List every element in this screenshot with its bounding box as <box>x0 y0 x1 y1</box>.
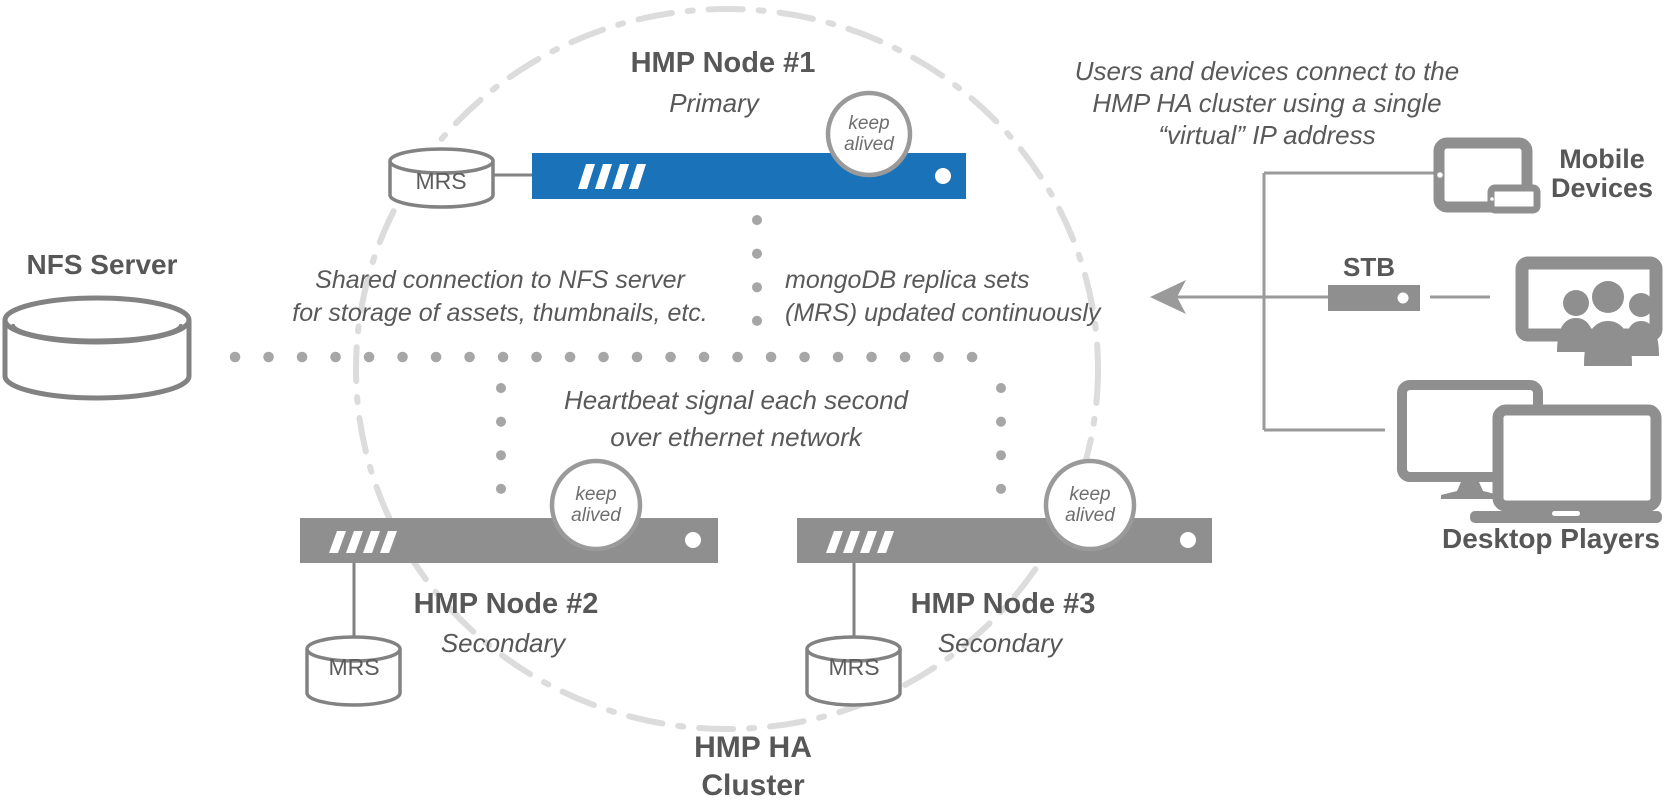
nfs-cylinder-icon <box>2 295 192 401</box>
node2-role: Secondary <box>440 628 566 658</box>
node2-status-dot <box>685 532 701 548</box>
arrow-to-cluster-icon <box>1150 280 1186 314</box>
cluster-ring <box>353 6 1101 732</box>
node2-mrs-label: MRS <box>328 654 380 680</box>
node1-mrs-label: MRS <box>415 168 467 194</box>
mobile-devices-label: Mobile Devices <box>1550 144 1654 203</box>
mongo-replica-note: mongoDB replica sets (MRS) updated conti… <box>785 266 1101 327</box>
node2-vent-slashes-icon <box>329 531 397 553</box>
mobile-devices-icon <box>1433 137 1541 214</box>
node1-mrs-cylinder-icon <box>388 147 495 209</box>
node1-keepalived-label: keep alived <box>844 113 894 155</box>
node3-keepalived-badge <box>1043 458 1137 552</box>
node3-mrs-label: MRS <box>828 654 880 680</box>
node3-vent-slashes-icon <box>826 531 894 553</box>
cluster-label: HMP HA Cluster <box>694 731 812 802</box>
nfs-server-label: NFS Server <box>26 249 178 280</box>
dotted-connections <box>229 215 1009 495</box>
node1-status-dot <box>935 168 951 184</box>
node3-status-dot <box>1180 532 1196 548</box>
desktop-players-label: Desktop Players <box>1442 523 1660 554</box>
laptop-icon <box>1470 404 1662 523</box>
node3-mrs-cylinder-icon <box>805 635 902 707</box>
tv-audience-icon <box>1515 256 1663 366</box>
node2-keepalived-label: keep alived <box>571 484 621 526</box>
node1-title: HMP Node #1 <box>630 47 816 79</box>
node1-role: Primary <box>669 88 759 118</box>
client-bracket-lines <box>1177 171 1490 432</box>
node2-title: HMP Node #2 <box>413 588 599 620</box>
node3-role: Secondary <box>937 628 1063 658</box>
node3-title: HMP Node #3 <box>910 588 1096 620</box>
node2-mrs-cylinder-icon <box>305 635 402 707</box>
node3-server-bar <box>797 518 1212 563</box>
node1-server-bar <box>532 153 966 199</box>
virtual-ip-note: Users and devices connect to the HMP HA … <box>1074 56 1460 150</box>
node2-keepalived-badge <box>549 458 643 552</box>
stb-label: STB <box>1343 252 1395 282</box>
node1-vent-slashes-icon <box>578 164 646 189</box>
nfs-shared-note: Shared connection to NFS server for stor… <box>292 266 708 327</box>
node1-keepalived-badge <box>825 90 913 178</box>
heartbeat-note: Heartbeat signal each second over ethern… <box>563 385 909 452</box>
node3-keepalived-label: keep alived <box>1065 484 1115 526</box>
node2-server-bar <box>300 518 718 563</box>
stb-icon <box>1328 285 1420 311</box>
